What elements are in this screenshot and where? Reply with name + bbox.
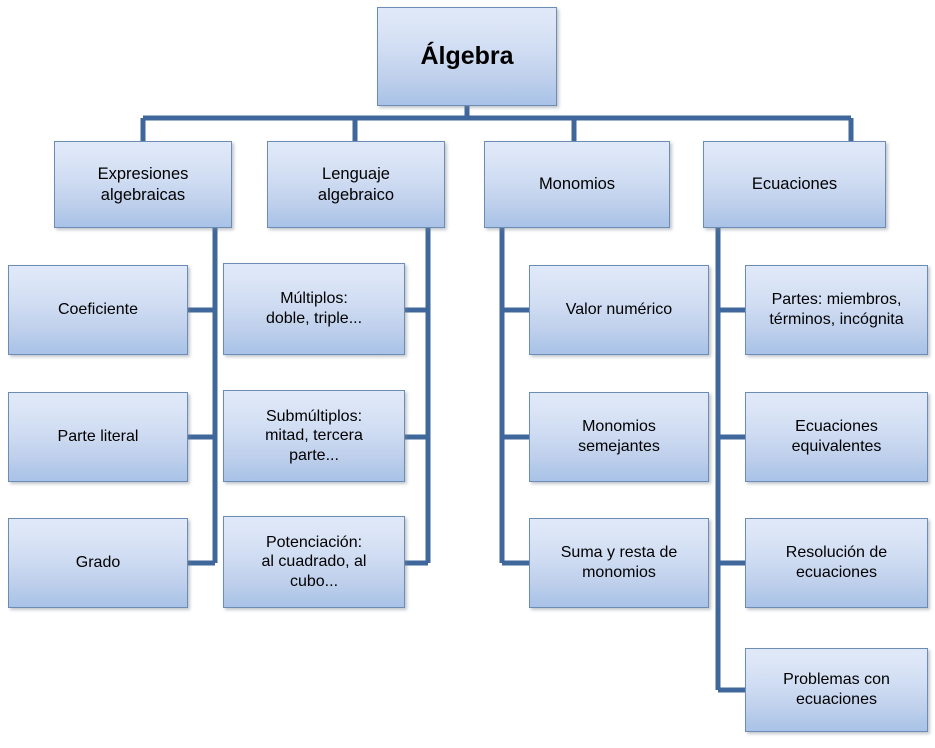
node-label: Partes: miembros, términos, incógnita	[769, 291, 904, 328]
node-label: Ecuaciones	[751, 175, 838, 194]
node-problemas-ecuaciones[interactable]: Problemas con ecuaciones	[745, 648, 928, 732]
node-root-algebra[interactable]: Álgebra	[377, 7, 557, 106]
node-label: Valor numérico	[565, 301, 673, 319]
node-lenguaje-algebraico[interactable]: Lenguaje algebraico	[267, 141, 445, 228]
node-label: Submúltiplos: mitad, tercera parte...	[265, 407, 363, 464]
node-coeficiente[interactable]: Coeficiente	[8, 265, 188, 355]
node-potenciacion[interactable]: Potenciación: al cuadrado, al cubo...	[223, 516, 405, 608]
node-expresiones-algebraicas[interactable]: Expresiones algebraicas	[54, 141, 232, 228]
node-label: Problemas con ecuaciones	[783, 671, 890, 708]
node-ecuaciones-equivalentes[interactable]: Ecuaciones equivalentes	[745, 392, 928, 482]
node-label: Monomios	[538, 175, 616, 194]
node-monomios-semejantes[interactable]: Monomios semejantes	[529, 392, 709, 482]
node-label: Lenguaje algebraico	[317, 165, 395, 204]
node-label: Múltiplos: doble, triple...	[265, 290, 363, 327]
node-label: Suma y resta de monomios	[560, 544, 678, 581]
node-parte-literal[interactable]: Parte literal	[8, 392, 188, 482]
node-ecuaciones[interactable]: Ecuaciones	[703, 141, 886, 228]
node-label: Álgebra	[420, 42, 514, 71]
node-submultiplos[interactable]: Submúltiplos: mitad, tercera parte...	[223, 390, 405, 482]
node-label: Parte literal	[57, 428, 139, 446]
node-label: Monomios semejantes	[578, 418, 660, 455]
node-label: Potenciación: al cuadrado, al cubo...	[261, 533, 367, 590]
node-label: Resolución de ecuaciones	[785, 544, 888, 581]
node-valor-numerico[interactable]: Valor numérico	[529, 265, 709, 355]
node-label: Coeficiente	[57, 301, 139, 319]
node-partes-ecuacion[interactable]: Partes: miembros, términos, incógnita	[745, 265, 928, 355]
node-label: Expresiones algebraicas	[97, 165, 189, 204]
node-suma-resta-monomios[interactable]: Suma y resta de monomios	[529, 518, 709, 608]
node-monomios[interactable]: Monomios	[484, 141, 670, 228]
node-label: Ecuaciones equivalentes	[791, 418, 882, 455]
node-multiplos[interactable]: Múltiplos: doble, triple...	[223, 263, 405, 355]
node-resolucion-ecuaciones[interactable]: Resolución de ecuaciones	[745, 518, 928, 608]
node-grado[interactable]: Grado	[8, 518, 188, 608]
node-label: Grado	[75, 554, 121, 572]
